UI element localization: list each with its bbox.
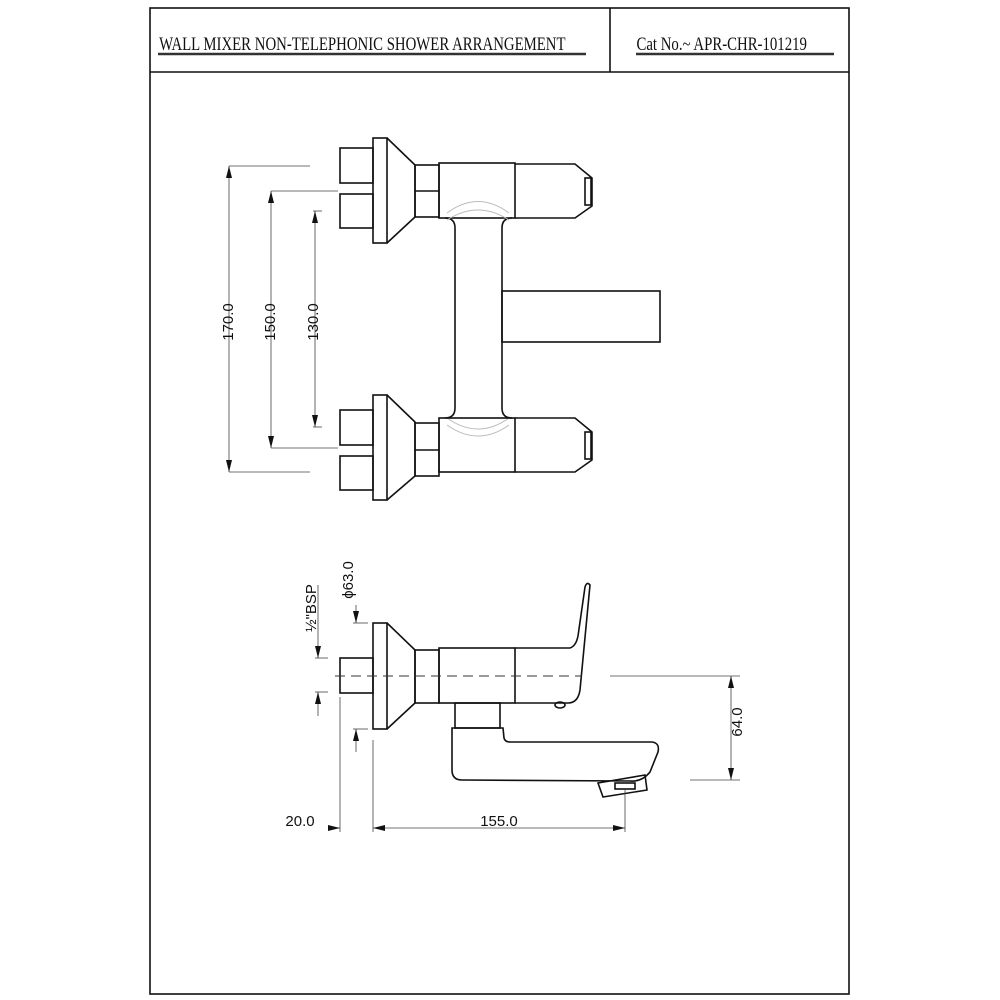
dimension-label-150: 150.0 (262, 303, 279, 341)
dimension-150: 150.0 (262, 190, 338, 449)
catalog-number: Cat No.~ APR-CHR-101219 (636, 33, 806, 54)
dimension-label-20: 20.0 (285, 813, 314, 830)
spout (451, 727, 660, 782)
side-view: 64.0 20.0 155.0 ½"BSP (285, 561, 746, 832)
dimension-130: 130.0 (305, 210, 322, 428)
upper-inlet-assembly (339, 137, 593, 244)
dimension-label-155: 155.0 (480, 813, 518, 830)
dimension-label-130: 130.0 (305, 303, 322, 341)
spout-top-view (501, 290, 661, 343)
dimension-horizontal: 20.0 155.0 (285, 697, 626, 832)
dimension-label-64: 64.0 (729, 707, 746, 736)
aerator (596, 774, 648, 798)
dimension-170: 170.0 (220, 165, 310, 473)
dimension-bsp: ½"BSP (303, 584, 328, 716)
drawing-frame (149, 7, 850, 995)
lever-handle (515, 582, 591, 704)
dimension-label-63: ϕ63.0 (340, 561, 357, 599)
lower-inlet-assembly (339, 394, 593, 501)
title-block: WALL MIXER NON-TELEPHONIC SHOWER ARRANGE… (158, 33, 834, 56)
dimension-label-bsp: ½"BSP (303, 584, 320, 632)
dimension-label-170: 170.0 (220, 303, 237, 341)
drawing-title: WALL MIXER NON-TELEPHONIC SHOWER ARRANGE… (159, 33, 566, 54)
top-view: 170.0 150.0 130.0 (220, 137, 661, 501)
dimension-64: 64.0 (690, 676, 746, 781)
dimension-diameter-63: ϕ63.0 (340, 561, 368, 752)
